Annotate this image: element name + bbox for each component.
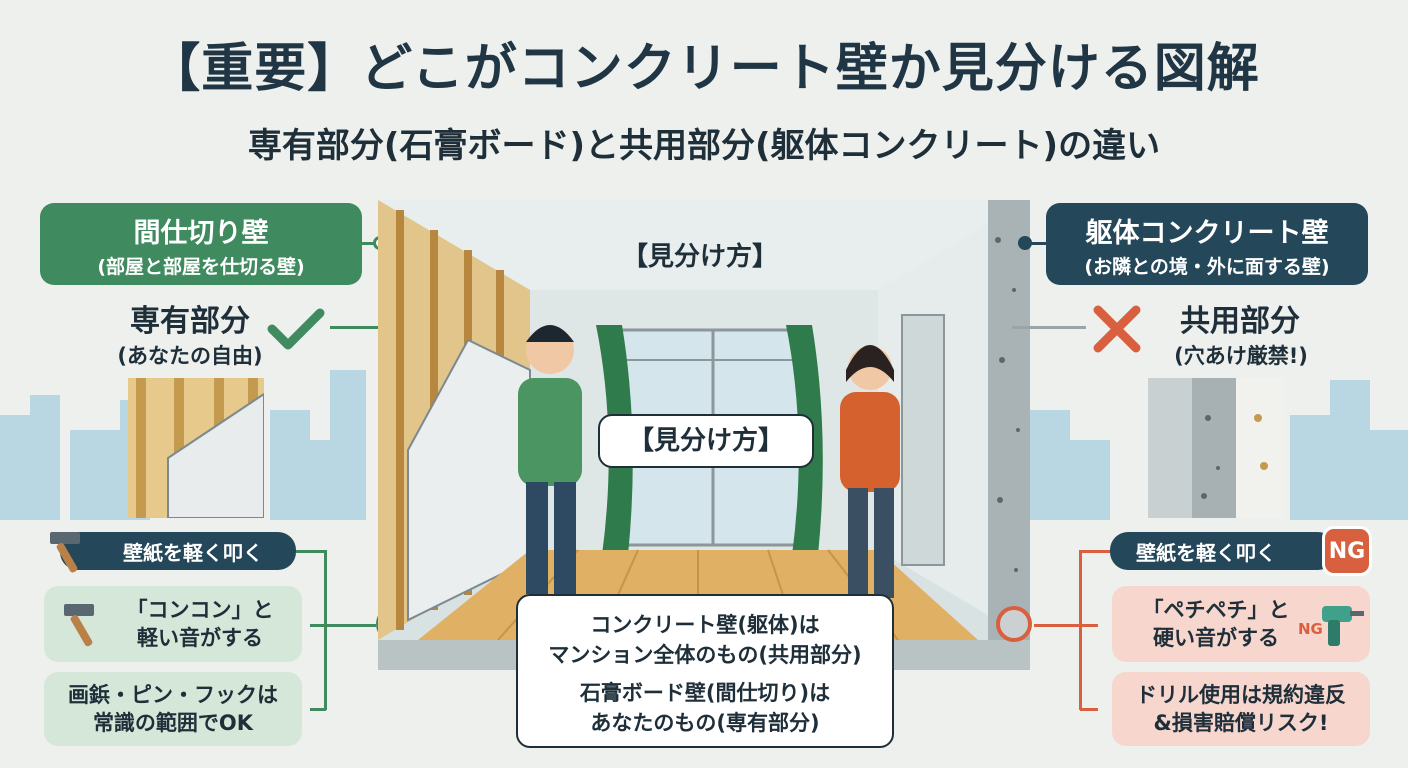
light-sound-box: 「コンコン」と 軽い音がする [44, 586, 302, 662]
connector-line [1024, 242, 1048, 245]
connector-line [1080, 550, 1110, 553]
connector-line [362, 242, 380, 245]
connector-line [1034, 624, 1098, 627]
room-heading: 【見分け方】 [621, 242, 778, 272]
hammer-icon [64, 604, 94, 647]
partition-wall-title: 間仕切り壁 [133, 218, 269, 249]
connector-line [310, 624, 376, 627]
room-illustration [378, 200, 1030, 670]
summary-box: コンクリート壁(躯体)は マンション全体のもの(共用部分) 石膏ボード壁(間仕切… [516, 594, 894, 748]
summary-line-3: 石膏ボード壁(間仕切り)は [579, 681, 831, 705]
hammer-icon [50, 532, 80, 573]
private-part-desc: (あなたの自由) [117, 344, 263, 368]
concrete-wall-desc: (お隣との境・外に面する壁) [1084, 256, 1330, 278]
drill-ng-label: NG [1298, 620, 1323, 638]
concrete-sample-image [1148, 378, 1284, 518]
drywall-sample-image [128, 378, 264, 518]
tap-wall-tag-left: 壁紙を軽く叩く [60, 532, 296, 570]
page-subtitle: 専有部分(石膏ボード)と共用部分(躯体コンクリート)の違い [247, 126, 1161, 166]
concrete-wall-title: 躯体コンクリート壁 [1085, 218, 1329, 249]
connector-line [1079, 550, 1082, 710]
pins-ok-box: 画鋲・ピン・フックは 常識の範囲でOK [44, 672, 302, 746]
connector-line [1012, 326, 1086, 329]
connector-line [1080, 708, 1098, 711]
check-icon [267, 308, 325, 350]
partition-wall-desc: (部屋と部屋を仕切る壁) [97, 256, 305, 278]
tap-point-marker-right [996, 606, 1032, 642]
private-part-title: 専有部分 [130, 304, 250, 339]
connector-dot [1018, 236, 1032, 250]
hard-sound-box: 「ペチペチ」と 硬い音がする [1112, 586, 1370, 662]
partition-wall-label: 間仕切り壁 (部屋と部屋を仕切る壁) [40, 203, 362, 285]
connector-line [330, 326, 405, 329]
summary-line-1: コンクリート壁(躯体)は [590, 613, 820, 637]
drill-icon [1322, 606, 1364, 646]
connector-line [324, 550, 327, 710]
common-part-title: 共用部分 [1180, 304, 1300, 339]
common-part-desc: (穴あけ厳禁!) [1174, 344, 1308, 368]
ng-sign-icon: NG [1322, 526, 1372, 576]
how-to-bubble: 【見分け方】 [598, 414, 814, 468]
concrete-wall-label: 躯体コンクリート壁 (お隣との境・外に面する壁) [1046, 203, 1368, 285]
summary-line-4: あなたのもの(専有部分) [590, 711, 820, 735]
connector-line [310, 708, 326, 711]
cross-icon [1093, 305, 1141, 353]
page-title: 【重要】どこがコンクリート壁か見分ける図解 [148, 39, 1260, 99]
tap-wall-tag-right: 壁紙を軽く叩く [1110, 532, 1336, 570]
drill-risk-box: ドリル使用は規約違反 &損害賠償リスク! [1112, 672, 1370, 746]
connector-line [296, 550, 326, 553]
summary-line-2: マンション全体のもの(共用部分) [548, 643, 862, 667]
